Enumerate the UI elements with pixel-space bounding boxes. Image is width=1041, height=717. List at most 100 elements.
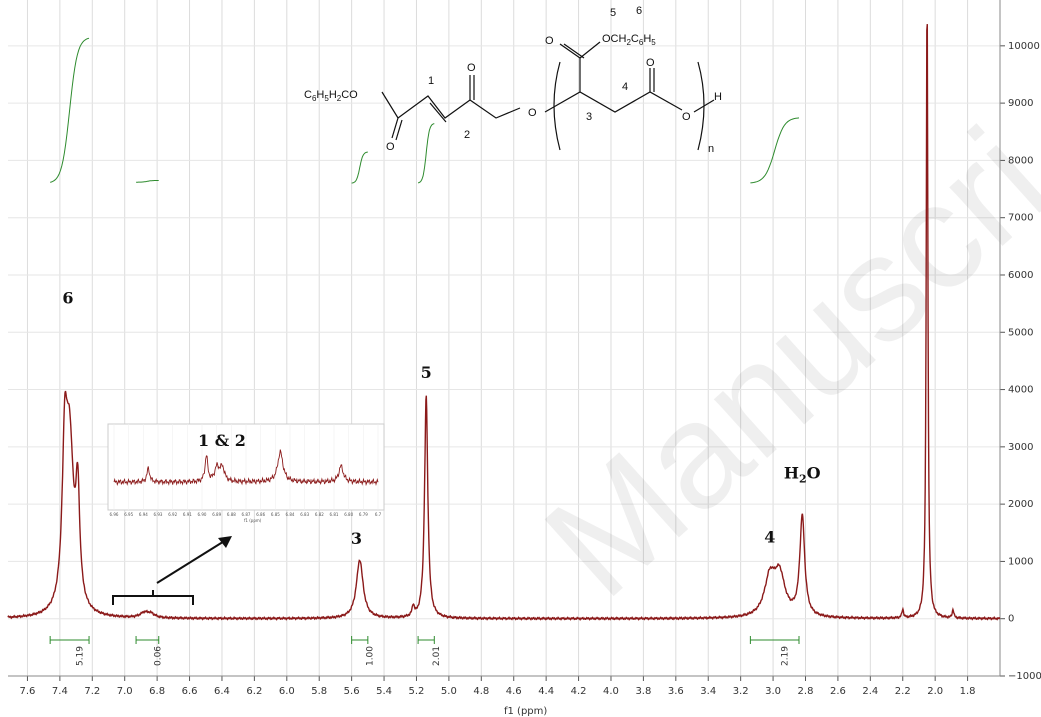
x-tick-label: 6.0 xyxy=(279,686,295,697)
x-tick-label: 7.2 xyxy=(84,686,100,697)
structure-bracket-left xyxy=(553,61,561,151)
spectrum-line xyxy=(7,24,1001,621)
structure-side-o xyxy=(579,41,601,59)
structure-o-side: O xyxy=(545,35,554,47)
structure-o-right: O xyxy=(646,57,655,69)
inset-tick-label: 6.81 xyxy=(330,512,339,517)
arrow-shaft xyxy=(156,539,227,584)
inset-tick-label: 6.87 xyxy=(242,512,251,517)
integral-value: 0.06 xyxy=(153,646,163,666)
structure-repeat-backbone xyxy=(544,91,683,113)
integral-value: 2.19 xyxy=(781,646,791,666)
x-tick-label: 5.4 xyxy=(376,686,392,697)
inset-tick-label: 6.82 xyxy=(315,512,324,517)
structure-end-h: H xyxy=(714,91,722,103)
structure-o-end: O xyxy=(682,111,691,123)
x-tick-label: 4.4 xyxy=(538,686,554,697)
structure-o-mid: O xyxy=(467,62,476,74)
x-tick-label: 7.0 xyxy=(117,686,133,697)
inset-tick-label: 6.92 xyxy=(168,512,177,517)
x-tick-label: 6.8 xyxy=(149,686,165,697)
inset-tick-label: 6.93 xyxy=(154,512,163,517)
inset-tick-label: 6.91 xyxy=(183,512,192,517)
inset-tick-label: 6.80 xyxy=(344,512,353,517)
y-tick-label: 3000 xyxy=(1008,442,1033,453)
inset-tick-label: 6.96 xyxy=(110,512,119,517)
peak-label-h2o: H2O xyxy=(784,463,821,485)
grid xyxy=(8,0,1000,677)
structure-h-bond xyxy=(693,99,715,113)
x-tick-label: 3.2 xyxy=(733,686,749,697)
integral-curve xyxy=(351,151,368,184)
y-tick-label: 2000 xyxy=(1008,499,1033,510)
inset-tick-label: 6.7 xyxy=(375,512,382,517)
inset-tick-label: 6.79 xyxy=(359,512,368,517)
inset-tick-label: 6.84 xyxy=(286,512,295,517)
x-tick-label: 7.6 xyxy=(19,686,35,697)
arrow-head xyxy=(218,536,232,548)
y-tick-label: 4000 xyxy=(1008,385,1033,396)
integral-value: 5.19 xyxy=(76,646,86,666)
x-tick-label: 2.2 xyxy=(895,686,911,697)
x-tick-label: 3.8 xyxy=(635,686,651,697)
structure-repeat-n: n xyxy=(708,143,714,155)
x-tick-label: 5.0 xyxy=(441,686,457,697)
x-tick-label: 2.6 xyxy=(830,686,846,697)
y-tick-label: 0 xyxy=(1008,614,1014,625)
structure-o-left: O xyxy=(386,141,395,153)
x-tick-label: 2.8 xyxy=(798,686,814,697)
structure-backbone-left xyxy=(381,91,471,119)
structure-atom-5: 5 xyxy=(610,7,616,19)
y-tick-label: 10000 xyxy=(1008,41,1040,52)
inset-tick-label: 6.90 xyxy=(198,512,207,517)
inset-tick-label: 6.94 xyxy=(139,512,148,517)
integrals: 5.19 0.06 1.00 2.01 2.19 xyxy=(49,37,800,666)
inset-tick-label: 6.88 xyxy=(227,512,236,517)
inset-label: 1 & 2 xyxy=(198,431,246,450)
structure-atom-4: 4 xyxy=(622,81,628,93)
x-tick-label: 3.6 xyxy=(668,686,684,697)
y-tick-label: 9000 xyxy=(1008,98,1033,109)
structure-atom-2: 2 xyxy=(464,129,470,141)
structure-atom-6: 6 xyxy=(636,5,642,17)
chemical-structure: C6H5H2CO O 1 2 O O O OCH2C6H5 5 6 3 4 O … xyxy=(304,5,722,155)
y-tick-label: 8000 xyxy=(1008,155,1033,166)
structure-co-left-2 xyxy=(395,119,403,141)
x-tick-label: 4.6 xyxy=(506,686,522,697)
x-tick-label: 4.2 xyxy=(571,686,587,697)
peak-label-6: 6 xyxy=(62,289,73,308)
inset-spectrum-line xyxy=(113,449,379,487)
integral-value: 2.01 xyxy=(432,646,442,666)
y-tick-label: 7000 xyxy=(1008,213,1033,224)
integral-curve xyxy=(418,123,435,184)
x-tick-label: 5.6 xyxy=(344,686,360,697)
x-axis-label: f1 (ppm) xyxy=(504,706,547,717)
expansion-indicator xyxy=(112,536,232,605)
integral-value: 1.00 xyxy=(366,646,376,666)
x-tick-label: 6.4 xyxy=(214,686,230,697)
structure-side-co xyxy=(559,43,581,59)
peak-label-5: 5 xyxy=(421,363,432,382)
peak-label-4: 4 xyxy=(764,528,775,547)
inset-tick-label: 6.95 xyxy=(124,512,133,517)
x-tick-label: 2.4 xyxy=(862,686,878,697)
structure-atom-1: 1 xyxy=(428,75,434,87)
inset-tick-label: 6.85 xyxy=(271,512,280,517)
y-tick-label: 1000 xyxy=(1008,556,1033,567)
x-tick-label: 6.2 xyxy=(246,686,262,697)
structure-atom-3: 3 xyxy=(586,111,592,123)
inset-xlabel: f1 (ppm) xyxy=(244,518,262,523)
y-tick-label: 5000 xyxy=(1008,327,1033,338)
x-tick-label: 5.2 xyxy=(409,686,425,697)
inset-tick-label: 6.83 xyxy=(300,512,309,517)
spectrum xyxy=(7,24,1001,621)
y-tick-label: −1000 xyxy=(1008,671,1041,682)
x-tick-label: 7.4 xyxy=(52,686,68,697)
x-tick-label: 4.8 xyxy=(473,686,489,697)
structure-side-co-2 xyxy=(563,43,585,59)
inset-tick-label: 6.86 xyxy=(256,512,265,517)
